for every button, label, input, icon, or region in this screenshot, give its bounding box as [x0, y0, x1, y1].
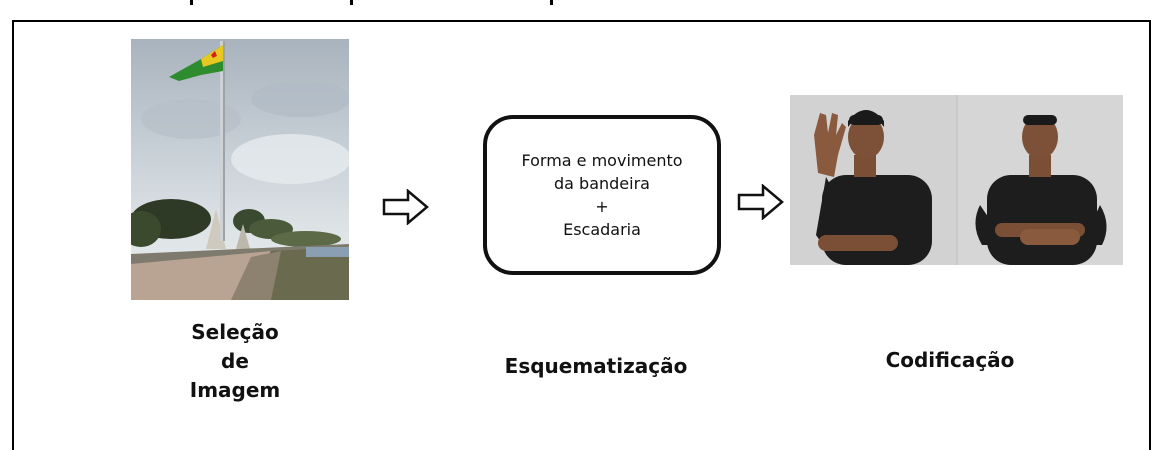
top-crop-artifacts	[180, 0, 780, 6]
schema-line-3: +	[595, 197, 609, 216]
schema-line-4: Escadaria	[563, 220, 641, 239]
caption-line: Seleção	[191, 320, 279, 344]
right-arrow-icon	[382, 189, 429, 225]
caption-coding: Codificação	[840, 346, 1060, 375]
caption-image-selection: Seleção de Imagem	[160, 318, 310, 405]
diagram-frame	[12, 20, 1151, 450]
schema-line-2: da bandeira	[554, 174, 650, 193]
caption-line: Imagem	[189, 378, 281, 402]
caption-line: Codificação	[885, 348, 1015, 372]
caption-line: Esquematização	[504, 354, 688, 378]
schema-line-1: Forma e movimento	[521, 151, 683, 170]
schema-box: Forma e movimento da bandeira + Escadari…	[483, 115, 721, 275]
sign-language-photo	[790, 95, 1123, 265]
caption-line: de	[221, 349, 249, 373]
caption-schematization: Esquematização	[476, 352, 716, 381]
right-arrow-icon	[737, 184, 784, 220]
flag-photo	[131, 39, 349, 300]
